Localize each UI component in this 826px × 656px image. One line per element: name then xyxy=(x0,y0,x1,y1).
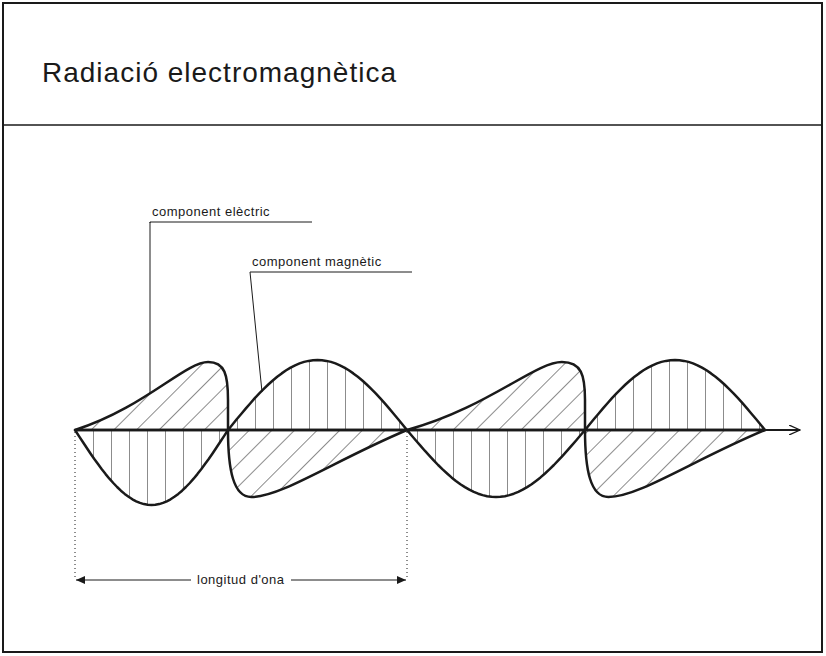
wave-lobes xyxy=(75,360,765,505)
electric-lobe-hatch xyxy=(585,430,765,497)
magnetic-lobe xyxy=(228,360,407,430)
diagram-title: Radiació electromagnètica xyxy=(42,58,397,89)
label-underline xyxy=(250,272,412,273)
electric-lobe-hatch xyxy=(228,430,407,497)
magnetic-lobe-hatch xyxy=(407,430,585,497)
label-underline xyxy=(150,222,312,223)
electric-lobe xyxy=(75,362,228,430)
dotted-guide xyxy=(407,432,408,580)
electric-lobe xyxy=(228,430,407,497)
magnetic-lobe xyxy=(75,430,228,505)
electric-lobe xyxy=(585,430,765,497)
electric-lobe xyxy=(407,362,585,430)
frame xyxy=(3,3,822,652)
axis-arrow xyxy=(75,429,800,431)
electric-lobe-hatch xyxy=(407,362,585,430)
magnetic-lobe-hatch xyxy=(585,360,765,430)
dotted-guide xyxy=(75,432,76,580)
dimension-label: longitud d'ona xyxy=(191,573,291,587)
leader-line xyxy=(150,222,151,394)
leader-line xyxy=(250,272,262,392)
magnetic-lobe xyxy=(585,360,765,430)
magnetic-lobe xyxy=(407,430,585,497)
component-label: component elèctric xyxy=(152,205,270,219)
component-label: component magnètic xyxy=(252,255,382,269)
title-rule xyxy=(3,124,822,126)
electric-lobe-hatch xyxy=(75,362,228,430)
magnetic-lobe-hatch xyxy=(75,430,228,505)
magnetic-lobe-hatch xyxy=(228,360,407,430)
